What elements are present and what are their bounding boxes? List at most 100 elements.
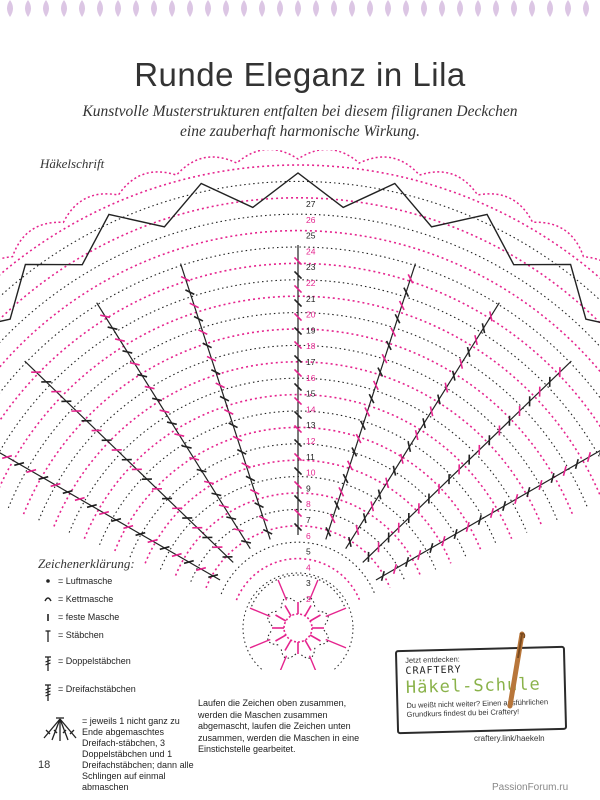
stitch-bar [180,275,191,282]
stitch-bar [151,397,163,402]
stitch-bar [394,313,401,324]
center-loop [267,629,279,646]
band-leaf [313,0,319,17]
stitch-round [0,164,600,280]
stitch-bar [111,517,122,523]
stitch-spoke [325,263,416,540]
stitch-bar [488,311,493,322]
band-leaf [439,0,445,17]
row-number: 3 [306,578,311,588]
stitch-bar [210,369,221,376]
stitch-bar [293,382,303,392]
stitch-bar [293,410,303,420]
stitch-bar [392,563,398,575]
center-petal [308,655,317,670]
stitch-bar [195,566,207,572]
center-loop [299,597,316,609]
stitch-bar [262,528,273,535]
center-stitch [284,605,292,617]
center-loop [267,610,279,627]
row-number: 15 [306,389,316,399]
crochet-hook-icon [507,631,526,709]
band-leaf [475,0,481,17]
stem-icon [38,630,58,643]
subtitle-line-2: eine zauberhaft harmonische Wirkung. [180,123,420,140]
stitch-round [99,410,497,546]
center-loop [317,610,329,627]
stitch-bar [258,515,269,522]
craftery-promo-box[interactable]: Jetzt entdecken: CRAFTERY Häkel-Schule D… [394,645,568,735]
stitch-bar [372,380,379,391]
stitch-bar [477,514,482,526]
band-leaf [133,0,139,17]
row-number: 4 [306,562,311,572]
stitch-bar [241,462,251,469]
promo-school-title: Häkel-Schule [405,674,541,698]
stitch-bar [249,488,260,495]
stitch-bar [1,454,13,460]
stitch-bar [398,300,405,311]
band-leaf [97,0,103,17]
band-leaf [223,0,229,17]
stitch-bar [351,447,358,457]
stitch-bar [481,323,486,334]
stitch-bar [100,314,111,319]
stitch-bar [370,501,375,512]
stitch-bar [338,487,345,497]
stitch-bar [293,438,303,448]
stitch-bar [98,510,110,516]
stitch-bar [183,559,194,565]
stitch-bar [208,573,219,579]
stitch-bar [466,346,471,357]
stitch-round [53,361,543,527]
stitch-bar [206,355,217,362]
promo-link[interactable]: craftery.link/haekeln [474,734,545,743]
stitch-bar [422,418,427,429]
stitch-bar [38,475,49,481]
band-leaf [583,0,589,17]
band-leaf [403,0,409,17]
row-number: 8 [306,499,311,509]
stitch-bar [86,503,97,509]
stitch-bar [489,507,495,519]
stitch-bar [355,433,362,444]
band-leaf [79,0,85,17]
stitch-bar [107,326,118,331]
stitch-bar [293,522,303,532]
stitch-bar [325,526,332,537]
stitch-bar [147,538,158,544]
row-number: 23 [306,262,316,272]
stitch-bar [437,394,441,405]
row-number: 14 [306,404,316,414]
band-leaf [241,0,247,17]
stitch-bar [233,528,244,532]
promo-text: Du weißt nicht weiter? Einen ausführlich… [406,697,549,719]
row-number: 27 [306,199,316,209]
scallop-edge [0,150,600,262]
row-number: 7 [306,515,311,525]
stitch-round [205,525,391,589]
row-number: 20 [306,310,316,320]
stitch-bar [226,516,237,521]
stitch-bar [218,504,229,509]
stitch-bar [236,448,247,455]
stitch-bar [174,433,185,437]
band-leaf [115,0,121,17]
center-petal [279,655,288,670]
stitch-bar [453,528,458,540]
stitch-bar [444,382,449,393]
legend-row-cluster: = jeweils 1 nicht ganz zu Ende abgemasch… [38,716,198,793]
stitch-bar [368,393,375,404]
symbol-legend: Zeichenerklärung: = Luftmasche = Kettmas… [38,556,198,793]
cluster-icon [38,716,82,742]
band-leaf [187,0,193,17]
stitch-bar [137,373,148,378]
stitch-round [190,508,406,582]
dot-icon [38,576,58,587]
stitch-round [0,246,600,399]
row-number: 13 [306,420,316,430]
center-petal [249,607,271,618]
stitch-spoke [375,449,600,581]
stitch-bar [574,458,579,470]
stitch-bar [377,367,384,377]
